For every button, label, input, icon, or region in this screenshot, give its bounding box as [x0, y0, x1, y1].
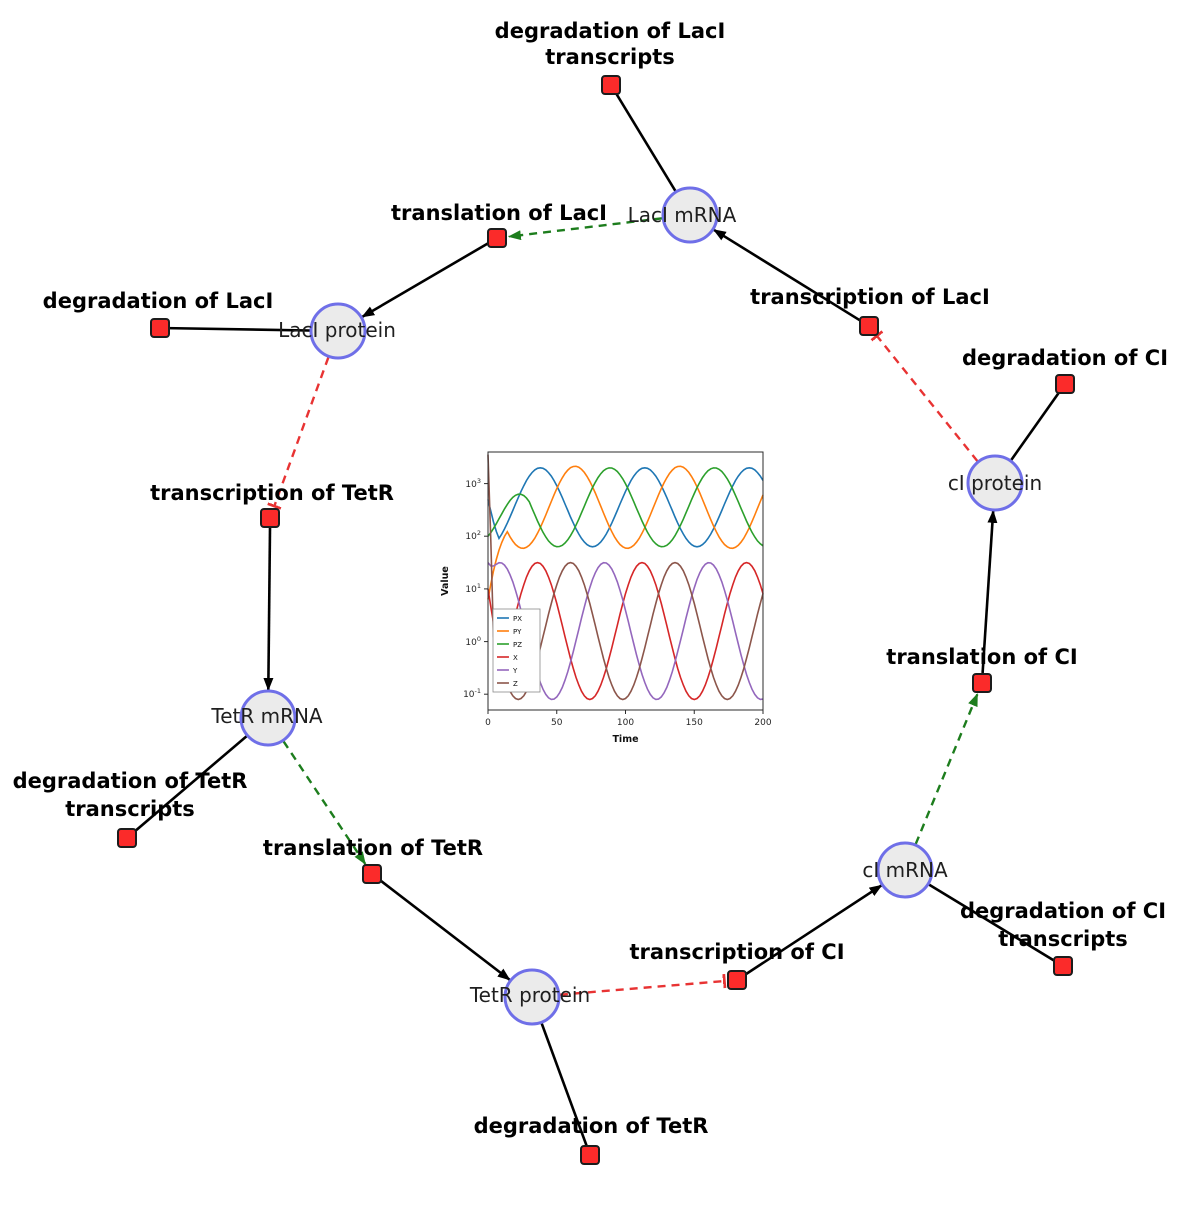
species-node-ci-protein[interactable]	[966, 454, 1024, 512]
edge-laci-protein-to-degradation-of-laci	[159, 326, 339, 333]
labels: LacI mRNA LacI protein TetR mRNA TetR pr…	[13, 19, 1168, 1138]
reaction-node-translation-of-tetr[interactable]	[362, 864, 382, 884]
reaction-node-degradation-of-ci[interactable]	[1055, 374, 1075, 394]
species-label-laci-mrna: LacI mRNA	[628, 203, 737, 227]
edge-ci-mrna-modifier-of-translation-of-ci	[914, 693, 979, 845]
legend-box	[492, 608, 541, 693]
edge-translation-of-laci-to-laci-protein	[361, 241, 490, 319]
legend-label-x: X	[513, 654, 518, 662]
species-label-laci-protein: LacI protein	[278, 318, 396, 342]
x-axis-label: Time	[612, 734, 638, 745]
y-axis-label: Value	[440, 566, 451, 596]
reaction-label-translation-of-tetr: translation of TetR	[263, 836, 483, 860]
species-label-tetr-mrna: TetR mRNA	[210, 704, 323, 728]
reaction-label-degradation-of-tetr-transcripts-line2: transcripts	[65, 797, 195, 821]
species-node-ci-mrna[interactable]	[876, 841, 934, 899]
edge-tetr-mrna-modifier-of-translation-of-tetr	[282, 740, 367, 865]
reaction-label-degradation-of-ci-transcripts-line1: degradation of CI	[960, 899, 1166, 923]
chart-legend: PX PY PZ X Y Z	[492, 608, 541, 693]
edge-transcription-of-tetr-to-tetr-mrna	[263, 527, 274, 691]
reaction-label-degradation-of-tetr: degradation of TetR	[474, 1114, 709, 1138]
edge-translation-of-tetr-to-tetr-protein	[379, 879, 511, 981]
x-tick-100: 100	[617, 718, 634, 728]
reaction-label-degradation-of-laci-transcripts-line1: degradation of LacI	[495, 19, 726, 43]
y-tick-1e1: 101	[465, 582, 481, 595]
reaction-label-degradation-of-ci: degradation of CI	[962, 346, 1168, 370]
species-label-ci-protein: cI protein	[948, 471, 1042, 495]
reaction-label-degradation-of-laci: degradation of LacI	[43, 289, 274, 313]
chart-line-x	[487, 561, 764, 701]
legend-label-py: PY	[513, 628, 522, 636]
y-tick-1e3: 103	[465, 477, 481, 490]
edge-ci-mrna-to-degradation-of-ci-transcripts	[904, 868, 1064, 968]
reaction-node-translation-of-ci[interactable]	[972, 673, 992, 693]
legend-label-y: Y	[512, 667, 518, 675]
reaction-node-degradation-of-tetr-transcripts[interactable]	[117, 828, 137, 848]
edge-laci-mrna-modifier-of-translation-of-laci	[507, 217, 663, 241]
reaction-node-degradation-of-tetr[interactable]	[580, 1145, 600, 1165]
species-node-laci-protein[interactable]	[309, 302, 367, 360]
reaction-node-degradation-of-ci-transcripts[interactable]	[1053, 956, 1073, 976]
species-node-tetr-mrna[interactable]	[239, 689, 297, 747]
species-node-tetr-protein[interactable]	[503, 968, 561, 1026]
y-tick-1e0: 100	[465, 635, 481, 648]
chart-line-py	[487, 465, 764, 600]
reaction-node-degradation-of-laci-transcripts[interactable]	[601, 75, 621, 95]
x-tick-0: 0	[485, 718, 491, 728]
chart-line-pz	[487, 467, 764, 548]
edge-laci-protein-inhibits-transcription-of-tetr	[274, 356, 330, 506]
legend-label-pz: PZ	[513, 641, 522, 649]
x-axis: 0 50 100 150 200 Time	[485, 710, 772, 745]
reaction-label-transcription-of-ci: transcription of CI	[629, 940, 844, 964]
inset-chart: 103 102 101 100 10-1 Value 0 50 100 150 …	[440, 451, 772, 745]
reaction-label-transcription-of-tetr: transcription of TetR	[150, 481, 394, 505]
reaction-label-translation-of-laci: translation of LacI	[391, 201, 607, 225]
edge-translation-of-ci-to-ci-protein	[981, 509, 998, 674]
reaction-node-degradation-of-laci[interactable]	[150, 318, 170, 338]
species-node-laci-mrna[interactable]	[661, 186, 719, 244]
chart-line-px	[487, 466, 764, 548]
nodes	[117, 75, 1075, 1165]
reaction-label-translation-of-ci: translation of CI	[886, 645, 1077, 669]
x-tick-50: 50	[551, 718, 563, 728]
legend-label-z: Z	[513, 680, 518, 688]
reaction-label-transcription-of-laci: transcription of LacI	[750, 285, 990, 309]
reaction-label-degradation-of-ci-transcripts-line2: transcripts	[998, 927, 1128, 951]
reaction-label-degradation-of-tetr-transcripts-line1: degradation of TetR	[13, 769, 248, 793]
legend-label-px: PX	[513, 615, 522, 623]
edge-transcription-of-ci-to-ci-mrna	[744, 884, 883, 976]
x-tick-150: 150	[686, 718, 703, 728]
reaction-node-translation-of-laci[interactable]	[487, 228, 507, 248]
y-tick-1e2: 102	[465, 529, 481, 542]
edge-transcription-of-laci-to-laci-mrna	[712, 228, 862, 322]
reaction-label-degradation-of-laci-transcripts-line2: transcripts	[545, 45, 675, 69]
y-tick-1e-1: 10-1	[463, 687, 481, 700]
reaction-node-transcription-of-ci[interactable]	[727, 970, 747, 990]
reaction-node-transcription-of-tetr[interactable]	[260, 508, 280, 528]
y-axis: 103 102 101 100 10-1 Value	[440, 477, 488, 700]
reaction-node-transcription-of-laci[interactable]	[859, 316, 879, 336]
x-tick-200: 200	[754, 718, 771, 728]
species-label-ci-mrna: cI mRNA	[862, 858, 948, 882]
species-label-tetr-protein: TetR protein	[469, 983, 590, 1007]
edge-tetr-mrna-to-degradation-of-tetr-transcripts	[126, 717, 269, 839]
